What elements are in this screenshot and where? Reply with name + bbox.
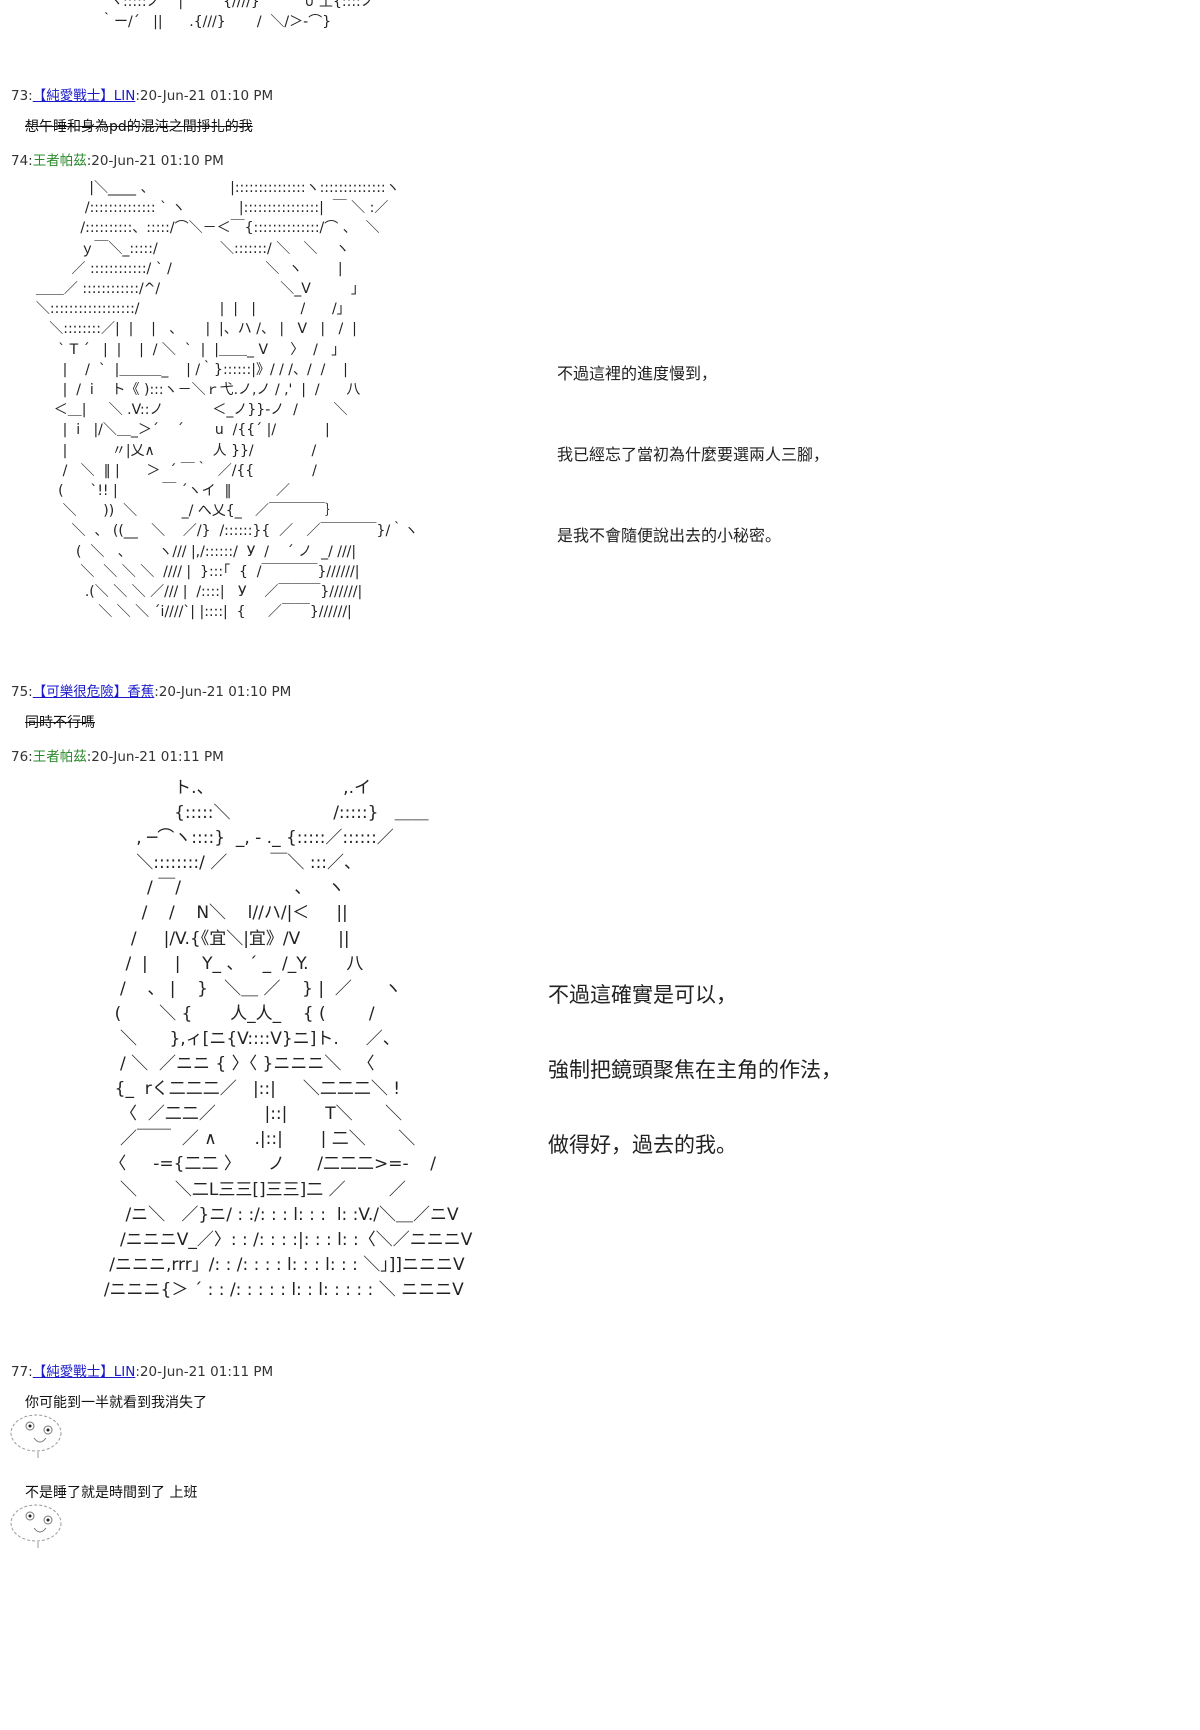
post-text: 想午睡和身為pd的混沌之間掙扎的我 <box>25 119 253 135</box>
art-line: ＜＿| ＼ .V::ノ ＜_ノ}}-ノ / ＼ <box>27 402 348 419</box>
poster-link[interactable]: 【可樂很危險】香蕉 <box>32 684 155 700</box>
narration-line: 我已經忘了當初為什麼要選兩人三腳， <box>557 445 830 464</box>
separator: : <box>86 153 92 169</box>
narration-line: 強制把鏡頭聚焦在主角的作法， <box>548 1058 842 1082</box>
post-header-74: 74:王者帕茲:20-Jun-21 01:10 PM <box>11 149 224 169</box>
narration-line: 不過這確實是可以， <box>548 983 737 1007</box>
art-line: /ニニニ,rrr」/: : /: : : : l: : : l: : : ＼」]… <box>66 1254 465 1275</box>
art-line: , ─⌒ヽ::::} _, - ._ {:::::／::::::／ <box>66 828 394 849</box>
art-line: 〈 ／二二／ |::| T＼ ＼ <box>66 1104 403 1125</box>
post-header-73: 73:【純愛戰士】LIN:20-Jun-21 01:10 PM <box>11 84 273 104</box>
post-time: 20-Jun-21 01:10 PM <box>139 88 274 104</box>
post-number: 74: <box>11 153 33 169</box>
post-time: 20-Jun-21 01:11 PM <box>91 749 224 765</box>
smiley-face-icon <box>10 1504 62 1548</box>
post-text: 你可能到一半就看到我消失了 <box>25 1395 207 1411</box>
art-line: ／ ::::::::::::/ ` / ＼ ヽ | <box>27 260 343 277</box>
art-line: |＼____ 、 |:::::::::::::::ヽ::::::::::::::… <box>27 180 400 196</box>
art-line: ＼ },ィ[ニ{V::::V}ニ]ト. ／、 <box>66 1028 400 1049</box>
post-number: 76: <box>11 749 33 765</box>
poster-link[interactable]: 【純愛戰士】LIN <box>32 88 136 104</box>
art-line: .(＼ ＼ ＼ ／/// | /::::| У ／￣￣￣}//////| <box>27 584 363 601</box>
post-text: 同時不行嗎 <box>25 715 95 731</box>
art-line: /::::::::::、:::::/⌒＼－＜￣{::::::::::::::/⌒… <box>27 220 380 237</box>
art-line: {_ rく二二二／ |::| ＼二二二＼ ! <box>66 1079 401 1100</box>
separator: : <box>86 749 92 765</box>
art-line: /ニニニV_／〉: : /: : : :|: : : l: :〈＼／ニニニV <box>66 1229 473 1250</box>
art-line: / / N＼ l//ハ/|＜ || <box>66 903 348 924</box>
post-header-76: 76:王者帕茲:20-Jun-21 01:11 PM <box>11 745 224 765</box>
separator: : <box>154 684 159 700</box>
post-header-75: 75:【可樂很危險】香蕉:20-Jun-21 01:10 PM <box>11 680 291 700</box>
art-line: ｙ￣＼_:::::/ ＼:::::::/ ＼ ＼ ヽ <box>27 240 350 257</box>
art-line: / ＼ ／ニニ { 〉〈 }ニニニ＼ 〈 <box>66 1054 375 1075</box>
art-line: | / ` |＿＿＿_ | /｀}::::::|》/ / /、/ / | <box>27 361 348 378</box>
art-line: | / i ト《 ):::ヽ－＼ｒ弋.ノ,ノ / ,' | / 八 <box>27 382 361 399</box>
narration-line: 做得好，過去的我。 <box>548 1133 737 1157</box>
art-line: / ￣/ 、 ヽ <box>66 878 345 899</box>
art-line: ＿＿／ ::::::::::::/^/ ＼_V 」 <box>27 281 365 298</box>
post-time: 20-Jun-21 01:10 PM <box>158 684 292 700</box>
art-line: /:::::::::::::: ` ヽ |::::::::::::::::| ￣… <box>27 200 389 217</box>
art-line: ト.、 ,.イ <box>66 778 371 798</box>
art-line: ＼::::::::::::::::::/ | | | / /」 <box>27 301 351 318</box>
art-line: ＼ ＼ ＼ ＼ //// | }:::｢ { /￣￣￣￣}//////| <box>27 563 360 580</box>
art-line: ＼::::::::/ ／ ￣＼ :::／、 <box>66 853 362 874</box>
art-line: / | | Y_ 、 ´ _ /_Y. 八 <box>66 953 364 974</box>
art-line: /ニ＼ ／}ニ/ : :/: : : l: : : l: :V./＼＿／ニV <box>66 1204 459 1225</box>
post-number: 73: <box>11 88 33 104</box>
art-line: | i |/＼＿_＞´ ´ u /{{´ |/ | <box>27 422 330 439</box>
poster-name: 王者帕茲 <box>32 749 87 765</box>
art-line: ` T ´ | | | / ＼ ` | |＿＿_ V 〉 / 」 <box>27 341 346 358</box>
post-number: 75: <box>11 684 33 700</box>
art-line: | 〃|乂∧ 人 }}/ / <box>27 442 317 459</box>
previous-ascii-art: ヽ:::::ノ | {////} ∪ 土{::::ノ ｀ー/´ || .{///… <box>60 0 375 30</box>
post-number: 77: <box>11 1364 33 1380</box>
art-line: / ＼ ‖ | ＞ ´ ￣｀ ／/{{ / <box>27 462 317 479</box>
art-line: / 、 | } ＼＿ ／ } | ／ ヽ <box>66 978 402 999</box>
art-line: ＼ ＼二L三三[]三三]二 ／ ／ <box>66 1179 406 1200</box>
poster-link[interactable]: 【純愛戰士】LIN <box>32 1364 136 1380</box>
post-time: 20-Jun-21 01:11 PM <box>139 1364 274 1380</box>
art-line: /ニニニ{＞ ´ : : /: : : : : l: : l: : : : : … <box>66 1279 464 1300</box>
ascii-art-2: ト.、 ,.イ {:::::＼ /:::::} ＿＿ , ─⌒ヽ::::} _,… <box>66 776 473 1303</box>
separator: : <box>135 1364 140 1380</box>
post-header-77: 77:【純愛戰士】LIN:20-Jun-21 01:11 PM <box>11 1360 273 1380</box>
art-line: ( ＼ { 人_人_ { ( / <box>66 1003 375 1024</box>
art-line: ( `!! | ￣ ´ヽイ ‖ ／ <box>27 483 291 500</box>
post-text: 不是睡了就是時間到了 上班 <box>25 1485 198 1501</box>
art-line: 〈 -={二二 〉 ノ /二二二>=- / <box>66 1154 436 1175</box>
art-line: / |/V.{《宜＼|宜》/V || <box>66 928 350 949</box>
poster-name: 王者帕茲 <box>32 153 87 169</box>
narration-line: 是我不會隨便說出去的小秘密。 <box>557 526 782 545</box>
narration-line: 不過這裡的進度慢到， <box>557 364 718 383</box>
art-line: ＼ ＼ ＼ ´i////`| |::::| { ／￣￣}//////| <box>27 604 352 621</box>
art-line: ／￣￣ ／ ∧ .|::| | 二＼ ＼ <box>66 1129 416 1150</box>
separator: : <box>135 88 140 104</box>
post-time: 20-Jun-21 01:10 PM <box>91 153 224 169</box>
art-line: ( ＼ 、 ヽ/// |,/::::::/ У / ´ ノ _/ ///| <box>27 543 357 560</box>
art-line: ＼::::::::／| | | 、 | |、ハ /、 | V | / | <box>27 321 357 338</box>
ascii-art-1: |＼____ 、 |:::::::::::::::ヽ::::::::::::::… <box>27 178 418 622</box>
art-line: {:::::＼ /:::::} ＿＿ <box>66 803 429 824</box>
smiley-face-icon <box>10 1414 62 1458</box>
art-line: ＼ 、 ((__ ＼ ／/} /::::::}{ ／ ／￣￣￣￣}/｀ヽ <box>27 523 419 540</box>
art-line: ＼ )) ＼ _/ へ乂{_ ／￣￣￣￣｝ <box>27 503 340 520</box>
